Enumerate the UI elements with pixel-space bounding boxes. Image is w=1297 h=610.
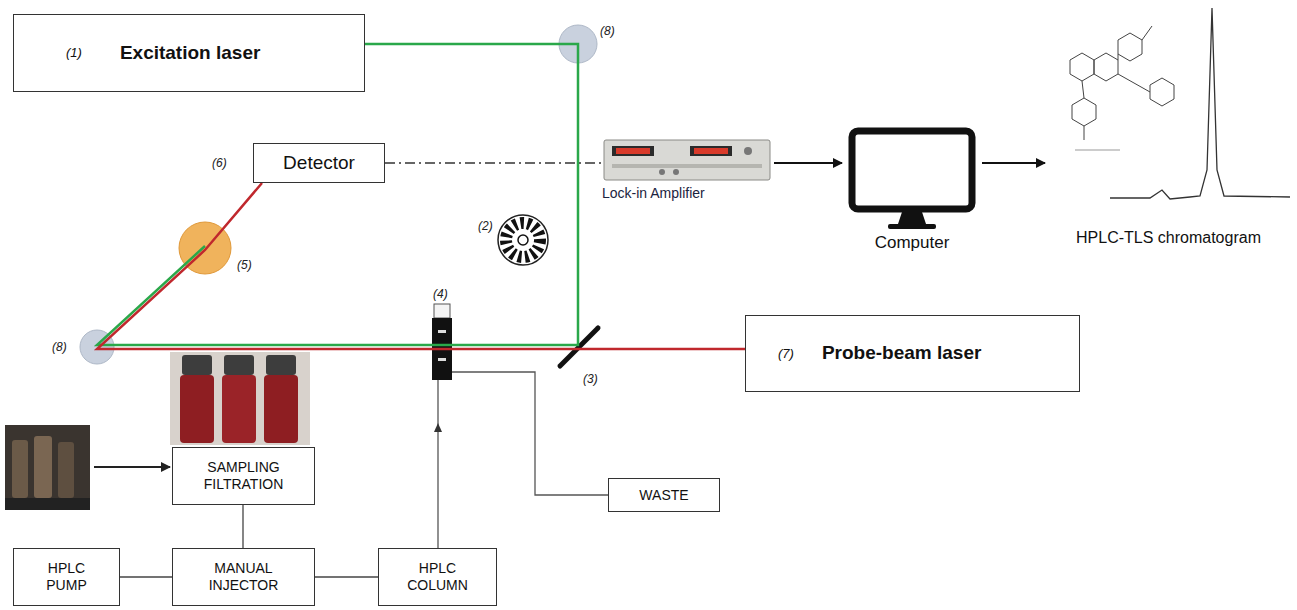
- callout-number: (2): [478, 219, 493, 233]
- process-box: MANUAL INJECTOR: [172, 548, 315, 606]
- computer: Computer: [842, 125, 982, 253]
- connector: [385, 162, 602, 164]
- tubing: [437, 380, 438, 548]
- node-label: Excitation laser: [120, 42, 260, 65]
- sample-photo: [5, 425, 90, 510]
- node-label: Computer: [875, 233, 950, 253]
- node-label: Detector: [283, 152, 355, 175]
- node-label: HPLC-TLS chromatogram: [1076, 228, 1261, 247]
- callout-number: (6): [212, 156, 227, 170]
- flow-cell: [432, 304, 452, 380]
- node-label: Lock-in Amplifier: [602, 185, 705, 202]
- callout-number: (1): [66, 45, 82, 61]
- node-label: Probe-beam laser: [822, 342, 981, 365]
- connector: [97, 183, 745, 349]
- process-box: SAMPLING FILTRATION: [172, 447, 315, 505]
- callout-number: (4): [433, 287, 448, 301]
- flow-arrow: [434, 423, 442, 432]
- node-label: SAMPLING FILTRATION: [196, 459, 292, 493]
- laser-box: (7) Probe-beam laser: [745, 315, 1080, 392]
- laser-box: (1) Excitation laser: [13, 14, 365, 92]
- lock-in-amplifier: Lock-in Amplifier: [602, 138, 774, 202]
- lock-in-device: [604, 140, 770, 180]
- chromatogram-plot: [1070, 8, 1290, 199]
- node-label: WASTE: [639, 487, 688, 504]
- process-box: WASTE: [608, 478, 720, 512]
- callout-number: (5): [237, 258, 252, 272]
- chopper: [498, 215, 548, 265]
- callout-number: (3): [583, 372, 598, 386]
- connector: [774, 162, 842, 164]
- connector: [120, 576, 172, 577]
- connector: [982, 162, 1045, 164]
- tubing: [452, 372, 608, 495]
- connector: [242, 505, 243, 548]
- computer-monitor: [852, 131, 972, 229]
- callout-number: (7): [778, 346, 794, 362]
- process-box: HPLC COLUMN: [378, 548, 497, 606]
- chromatogram: HPLC-TLS chromatogram: [1045, 5, 1292, 247]
- connector: [315, 576, 378, 577]
- node-label: MANUAL INJECTOR: [199, 560, 289, 594]
- callout-number: (8): [600, 24, 615, 38]
- sample-vials: [170, 352, 310, 445]
- detector-box: Detector: [253, 143, 385, 183]
- node-label: HPLC PUMP: [37, 560, 97, 594]
- node-label: HPLC COLUMN: [402, 560, 474, 594]
- sample-arrow: [94, 466, 170, 468]
- callout-number: (8): [52, 340, 67, 354]
- process-box: HPLC PUMP: [13, 548, 120, 606]
